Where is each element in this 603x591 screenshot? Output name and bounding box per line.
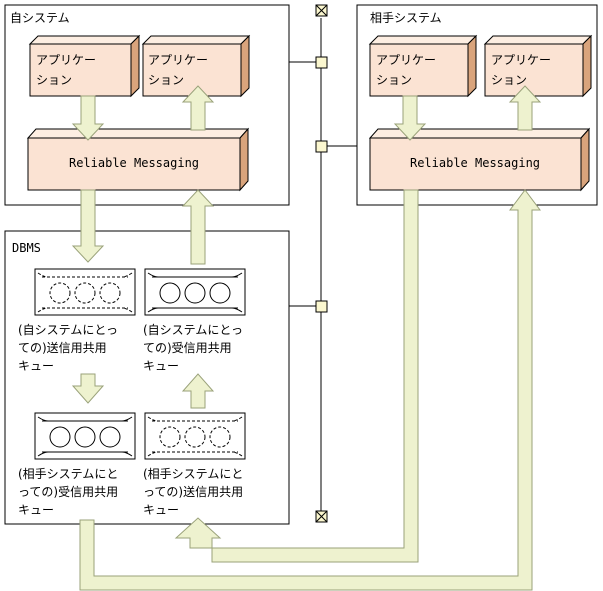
own-reliable-messaging: Reliable Messaging xyxy=(26,127,250,192)
partner-system-title: 相手システム xyxy=(370,11,442,25)
queue-own-send-label-3: キュー xyxy=(18,359,54,373)
arrow-recv-queue-to-rm xyxy=(181,189,215,265)
arrow-rm-to-send-queue xyxy=(71,189,105,263)
arrow-send-to-partner-recv xyxy=(71,373,105,404)
partner-rm-label: Reliable Messaging xyxy=(410,156,540,170)
queue-partner-send xyxy=(144,412,246,460)
arrow-partner-recv-queue-to-partner-rm xyxy=(79,189,541,591)
partner-app-recv: アプリケー ション xyxy=(368,34,478,98)
queue-partner-recv xyxy=(34,412,136,460)
arrow-app-to-rm-own xyxy=(71,95,105,141)
queue-partner-send-label-3: キュー xyxy=(143,503,179,517)
queue-own-send-label-2: ての)送信用共用 xyxy=(18,340,107,355)
own-app-recv-label-2: ション xyxy=(148,73,184,87)
own-app-send: アプリケー ション xyxy=(28,34,141,98)
queue-own-recv-label-3: キュー xyxy=(143,359,179,373)
queue-own-send xyxy=(34,268,136,316)
queue-own-recv xyxy=(144,268,246,316)
queue-partner-recv-label-1: (相手システムにと xyxy=(18,467,118,481)
own-rm-label: Reliable Messaging xyxy=(69,156,199,170)
partner-reliable-messaging: Reliable Messaging xyxy=(368,127,591,192)
queue-own-recv-label-1: (自システムにとっ xyxy=(143,323,243,337)
queue-partner-recv-label-2: っての)受信用共用 xyxy=(18,485,118,499)
own-app-send-label-2: ション xyxy=(36,73,72,87)
own-app-recv-label-1: アプリケー xyxy=(148,53,208,67)
partner-app-recv-label-2: ション xyxy=(376,73,412,87)
bus-terminator-top xyxy=(315,4,328,17)
dbms-title: DBMS xyxy=(12,241,41,255)
arrow-partner-rm-to-partner-send-queue xyxy=(174,189,419,563)
arrow-rm-to-app-own xyxy=(181,85,215,131)
queue-own-send-label-1: (自システムにとっ xyxy=(18,323,118,337)
queue-own-recv-label-2: ての)受信用共用 xyxy=(143,341,232,355)
own-system-title: 自システム xyxy=(10,11,70,25)
queue-partner-send-label-2: っての)送信用共用 xyxy=(143,484,243,499)
arrow-rm-to-app-partner xyxy=(508,85,542,131)
partner-app-send-label-1: アプリケー xyxy=(491,53,551,67)
own-app-recv: アプリケー ション xyxy=(141,34,251,98)
arrow-app-to-rm-partner xyxy=(393,95,427,141)
partner-app-send: アプリケー ション xyxy=(483,34,593,98)
bus-node-dbms xyxy=(315,300,328,313)
bus-terminator-bottom xyxy=(315,510,328,523)
queue-partner-send-label-1: (相手システムにと xyxy=(143,467,243,481)
partner-app-send-label-2: ション xyxy=(491,73,527,87)
own-app-send-label-1: アプリケー xyxy=(36,53,96,67)
partner-app-recv-label-1: アプリケー xyxy=(376,53,436,67)
bus-node-partner xyxy=(315,140,328,153)
queue-partner-recv-label-3: キュー xyxy=(18,503,54,517)
arrow-partner-send-to-own-recv xyxy=(181,373,215,409)
bus-node-own xyxy=(315,56,328,69)
